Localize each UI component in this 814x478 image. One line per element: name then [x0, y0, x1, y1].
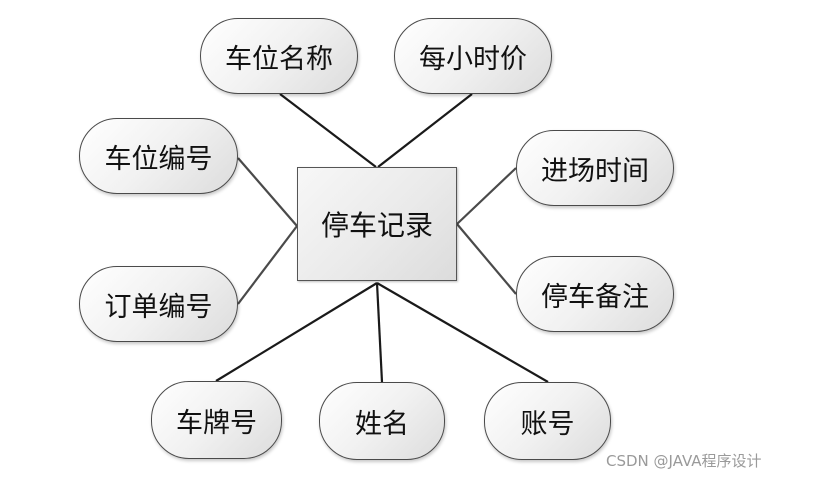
edge-slot-name — [279, 93, 377, 168]
attribute-entry-time: 进场时间 — [516, 130, 674, 206]
watermark-text: CSDN @JAVA程序设计 — [606, 452, 762, 470]
edge-slot-no — [237, 157, 298, 227]
attribute-name: 姓名 — [319, 382, 445, 460]
attribute-hour-price: 每小时价 — [394, 18, 552, 94]
attribute-remark: 停车备注 — [516, 256, 674, 332]
edge-account — [376, 282, 549, 383]
attribute-plate: 车牌号 — [151, 381, 282, 459]
entity-parking-record: 停车记录 — [297, 167, 457, 281]
edge-order-no — [237, 225, 298, 305]
attribute-account: 账号 — [484, 382, 611, 460]
attribute-order-no: 订单编号 — [79, 266, 238, 342]
edge-plate — [215, 282, 378, 382]
attribute-slot-no: 车位编号 — [79, 118, 238, 194]
edge-hour-price — [377, 93, 473, 168]
edge-name — [375, 282, 384, 383]
edge-remark — [456, 223, 517, 295]
edge-entry-time — [456, 167, 517, 225]
attribute-slot-name: 车位名称 — [200, 18, 358, 94]
